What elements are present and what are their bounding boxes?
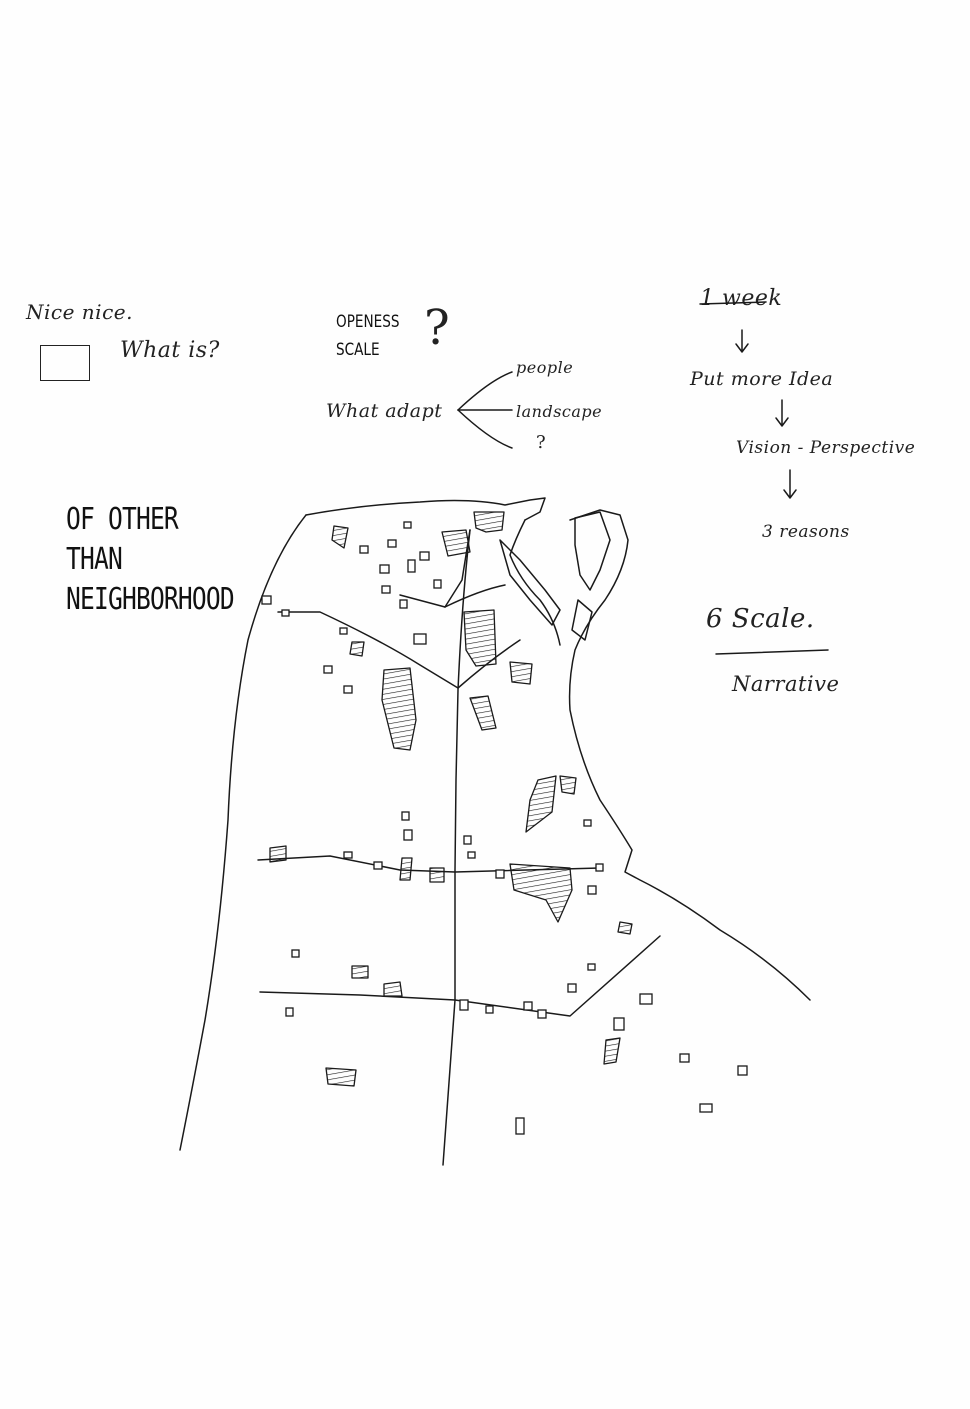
block-17 [269,845,287,863]
note-1-week: 1 week [700,286,783,311]
branch-landscape: landscape [516,402,603,421]
branch-line-question [457,409,513,449]
scale-underline [715,649,829,655]
note-put-more-idea: Put more Idea [690,368,834,390]
block-14 [383,981,403,997]
title-line-2: THAN [66,542,123,577]
block-18 [429,867,445,883]
note-what-adapt: What adapt [326,400,443,422]
road-vertical [442,529,471,1166]
block-8 [525,775,557,833]
block-1 [473,511,505,533]
block-6 [381,667,417,751]
branch-people: people [516,358,574,377]
west-coast [179,514,307,1151]
note-what-is: What is? [120,338,220,363]
block-10 [509,863,573,923]
block-16 [617,921,633,935]
block-2 [441,529,471,557]
block-3 [331,525,349,549]
block-9 [559,775,577,795]
block-5 [509,661,533,685]
title-line-3: NEIGHBORHOOD [66,582,235,617]
block-7 [469,695,497,731]
note-openness: OPENESS [336,312,400,332]
note-openness-question: ? [424,300,451,356]
arrow-3 [783,469,797,499]
block-15 [603,1037,621,1065]
east-coast [568,509,811,1001]
road-upper-radial-1 [399,594,446,608]
road-diagonal-north [277,611,459,689]
block-13 [351,965,369,979]
block-4 [463,609,497,667]
road-south [259,935,661,1017]
block-12 [325,1067,357,1087]
note-6-scale: 6 Scale. [706,604,815,634]
note-narrative: Narrative [732,672,840,696]
empty-box-sketch [40,345,90,381]
arrow-1 [735,329,749,353]
branch-question: ? [536,432,547,453]
block-11 [399,857,413,881]
note-scale: SCALE [336,340,380,360]
arrow-2 [775,399,789,427]
note-nice: Nice nice. [26,300,133,324]
branch-line-people [457,371,513,411]
block-19 [349,641,365,657]
bay-inlet [509,519,561,646]
title-line-1: OF OTHER [66,502,179,537]
note-3-reasons: 3 reasons [762,522,850,542]
road-upper-radial-3 [444,584,506,608]
north-coast [305,497,546,521]
note-vision-perspective: Vision - Perspective [736,438,916,458]
underline-1-week [699,301,767,305]
